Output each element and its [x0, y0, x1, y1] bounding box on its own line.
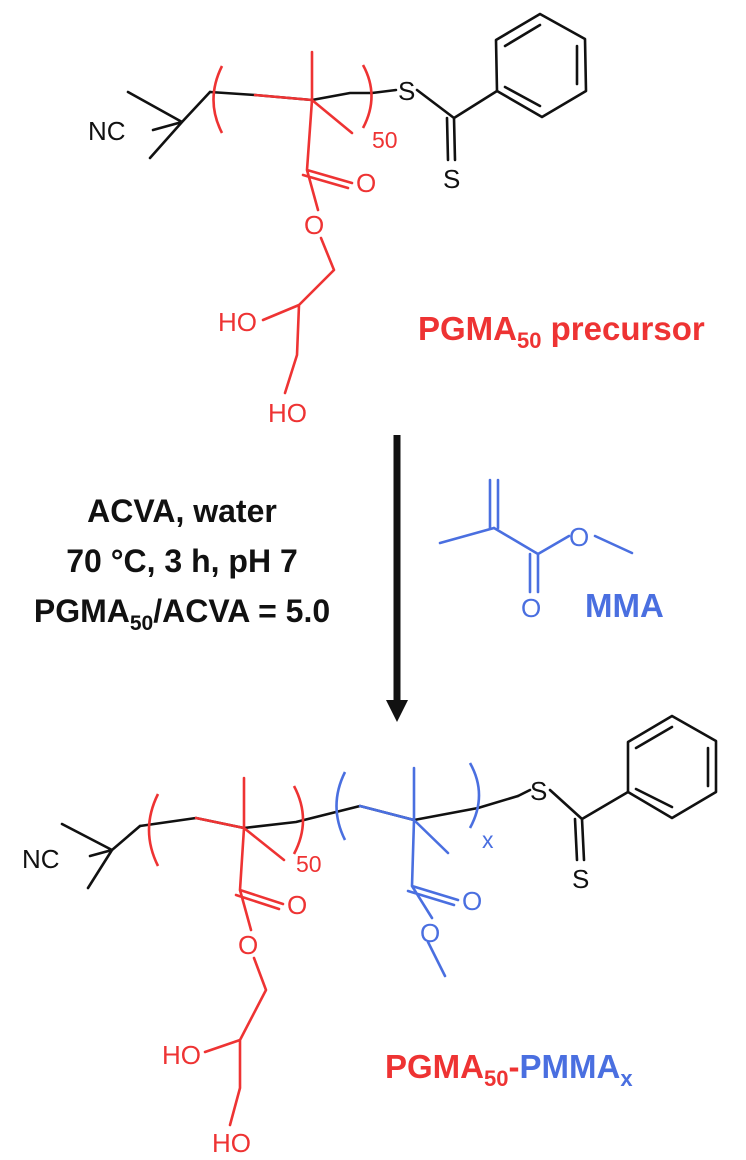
conditions-line-1: ACVA, water: [87, 493, 277, 529]
reaction-arrow-head: [386, 700, 408, 722]
product-pmma-open-paren: [335, 771, 347, 841]
conditions-line-3: PGMA50/ACVA = 5.0: [34, 593, 330, 635]
product-backbone-main: [138, 794, 520, 830]
conditions-ratio-a: PGMA: [34, 593, 130, 629]
precursor-name-label: PGMA50 precursor: [418, 310, 705, 353]
product-pgma-sidechain-bonds: [194, 776, 286, 1127]
product-name-pgma-subscript: 50: [484, 1066, 508, 1091]
precursor-name-suffix: precursor: [541, 310, 704, 347]
product-hydroxyl-2-label: HO: [212, 1128, 251, 1158]
product-dithiobenzoate-bonds: [516, 788, 630, 862]
precursor-structure: NC S S O O HO HO 50: [88, 12, 588, 428]
conditions-ratio-subscript: 50: [130, 612, 153, 635]
product-pmma-ester-oxygen-label: O: [420, 918, 440, 948]
precursor-repeat-open-paren: [212, 65, 224, 134]
precursor-ester-oxygen-label: O: [304, 210, 324, 240]
conditions-ratio-b: /ACVA = 5.0: [153, 593, 330, 629]
product-nitrile-label: NC: [22, 844, 60, 874]
product-hydroxyl-1-label: HO: [162, 1040, 201, 1070]
precursor-name-main: PGMA: [418, 310, 517, 347]
precursor-phenyl-ring: [494, 12, 588, 119]
precursor-name-subscript: 50: [517, 328, 541, 353]
product-pmma-close-paren: [468, 762, 481, 829]
precursor-repeat-close-paren: [361, 64, 373, 129]
conditions-line-2: 70 °C, 3 h, pH 7: [66, 543, 298, 579]
product-name-pmma-subscript: x: [620, 1066, 633, 1091]
precursor-sulfur-thione-label: S: [443, 164, 460, 194]
precursor-pgma-sidechain-bonds: [253, 50, 354, 395]
product-pgma-open-paren: [147, 793, 160, 867]
product-sulfur-bridge-label: S: [530, 776, 547, 806]
product-pmma-sidechain-bonds: [358, 766, 460, 978]
precursor-repeat-count: 50: [372, 127, 398, 153]
precursor-cyanoisopropyl-bonds: [126, 90, 212, 160]
product-phenyl-ring: [626, 714, 718, 820]
precursor-dithiobenzoate-bonds: [370, 88, 499, 162]
product-pgma-close-paren: [292, 785, 305, 855]
mma-monomer-structure: O O: [438, 478, 634, 623]
mma-bonds: [438, 478, 634, 594]
mma-label: MMA: [585, 587, 664, 624]
product-pgma-ester-oxygen-label: O: [238, 930, 258, 960]
product-pmma-carbonyl-oxygen-label: O: [462, 886, 482, 916]
product-name-pgma: PGMA: [385, 1048, 484, 1085]
precursor-hydroxyl-1-label: HO: [218, 307, 257, 337]
product-name-label: PGMA50-PMMAx: [385, 1048, 633, 1091]
precursor-carbonyl-oxygen-label: O: [356, 168, 376, 198]
precursor-nitrile-label: NC: [88, 116, 126, 146]
product-pgma-repeat-count: 50: [296, 851, 322, 877]
product-pgma-carbonyl-oxygen-label: O: [287, 890, 307, 920]
product-structure: NC S S O O HO HO 50 O O x: [22, 714, 718, 1158]
mma-carbonyl-oxygen-label: O: [521, 593, 541, 623]
precursor-sulfur-bridge-label: S: [398, 76, 415, 106]
product-cyanoisopropyl-bonds: [60, 822, 142, 890]
product-sulfur-thione-label: S: [572, 864, 589, 894]
product-pmma-repeat-count: x: [482, 827, 494, 853]
product-name-pmma: PMMA: [519, 1048, 620, 1085]
product-name-dash: -: [508, 1048, 519, 1085]
precursor-hydroxyl-2-label: HO: [268, 398, 307, 428]
mma-ester-oxygen-label: O: [569, 522, 589, 552]
